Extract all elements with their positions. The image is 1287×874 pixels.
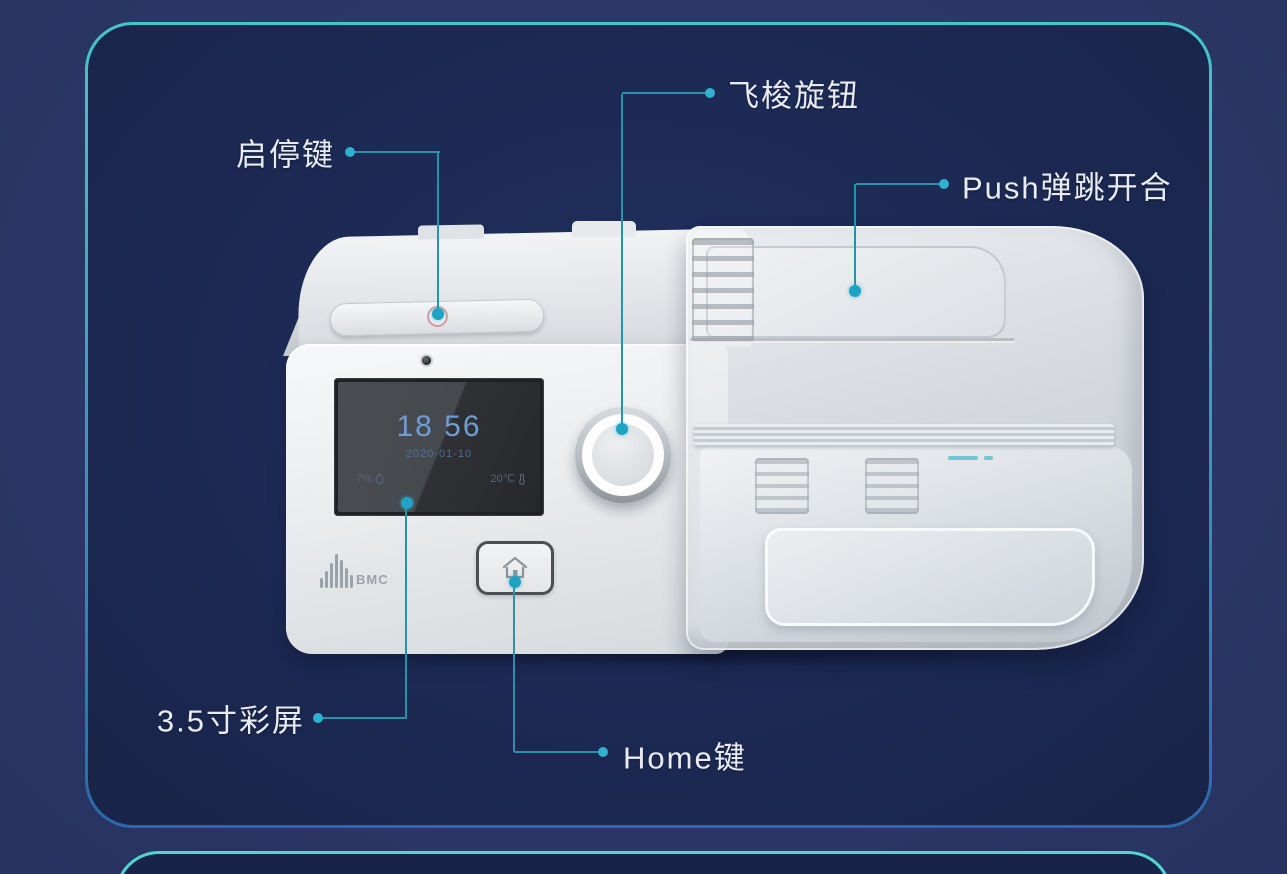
humidity-stat: 7% (356, 472, 384, 485)
brand-text: BMC (356, 572, 389, 587)
water-drop-icon (375, 473, 384, 484)
callout-line (352, 151, 440, 153)
humidifier-inner-grille (755, 458, 809, 514)
callout-label-jog-dial: 飞梭旋钮 (728, 78, 860, 114)
humidity-value: 7% (356, 472, 372, 485)
screen-time: 18 56 (396, 410, 482, 443)
device-top-detail (417, 224, 485, 240)
screen-status-row: 7% 20℃ (356, 472, 526, 485)
callout-line (622, 92, 708, 94)
device-screen: 18 56 2020-01-10 7% 20℃ (338, 382, 540, 512)
sensor-dot (420, 354, 433, 367)
humidifier-inner-grille (865, 458, 919, 514)
bmc-soundwave-icon (320, 550, 353, 588)
callout-line (854, 184, 856, 290)
next-section-frame-panel (115, 851, 1172, 874)
callout-label-start-stop: 启停键 (236, 137, 335, 173)
callout-line (621, 94, 623, 429)
water-level-mark (948, 456, 978, 460)
callout-line (514, 751, 598, 753)
humidifier-rim (694, 424, 1114, 446)
callout-pointer-dot (616, 423, 628, 435)
callout-pointer-dot (509, 576, 521, 588)
screen-date: 2020-01-10 (405, 448, 473, 460)
callout-line (405, 504, 407, 718)
callout-label-screen: 3.5寸彩屏 (156, 703, 305, 739)
water-level-mark (984, 456, 993, 460)
callout-line (437, 152, 439, 314)
callout-label-push-open: Push弹跳开合 (962, 170, 1173, 206)
humidifier-seam-line (690, 338, 1014, 343)
callout-label-home: Home键 (623, 740, 747, 776)
callout-dot (705, 88, 715, 98)
callout-dot (598, 747, 608, 757)
callout-line (856, 183, 940, 185)
thermometer-icon (519, 472, 525, 485)
callout-dot (939, 179, 949, 189)
callout-dot (345, 147, 355, 157)
callout-line (513, 583, 515, 752)
device-top-lid (296, 228, 752, 356)
humidifier-vent-grille (692, 238, 754, 342)
temperature-stat: 20℃ (490, 472, 526, 485)
callout-line (322, 717, 407, 719)
callout-pointer-dot (432, 308, 444, 320)
humidifier-tray (765, 528, 1095, 626)
brand-logo: BMC (320, 546, 420, 588)
temperature-value: 20℃ (490, 473, 515, 485)
callout-pointer-dot (849, 285, 861, 297)
device-top-detail (572, 221, 636, 237)
callout-dot (313, 713, 323, 723)
callout-pointer-dot (401, 497, 413, 509)
